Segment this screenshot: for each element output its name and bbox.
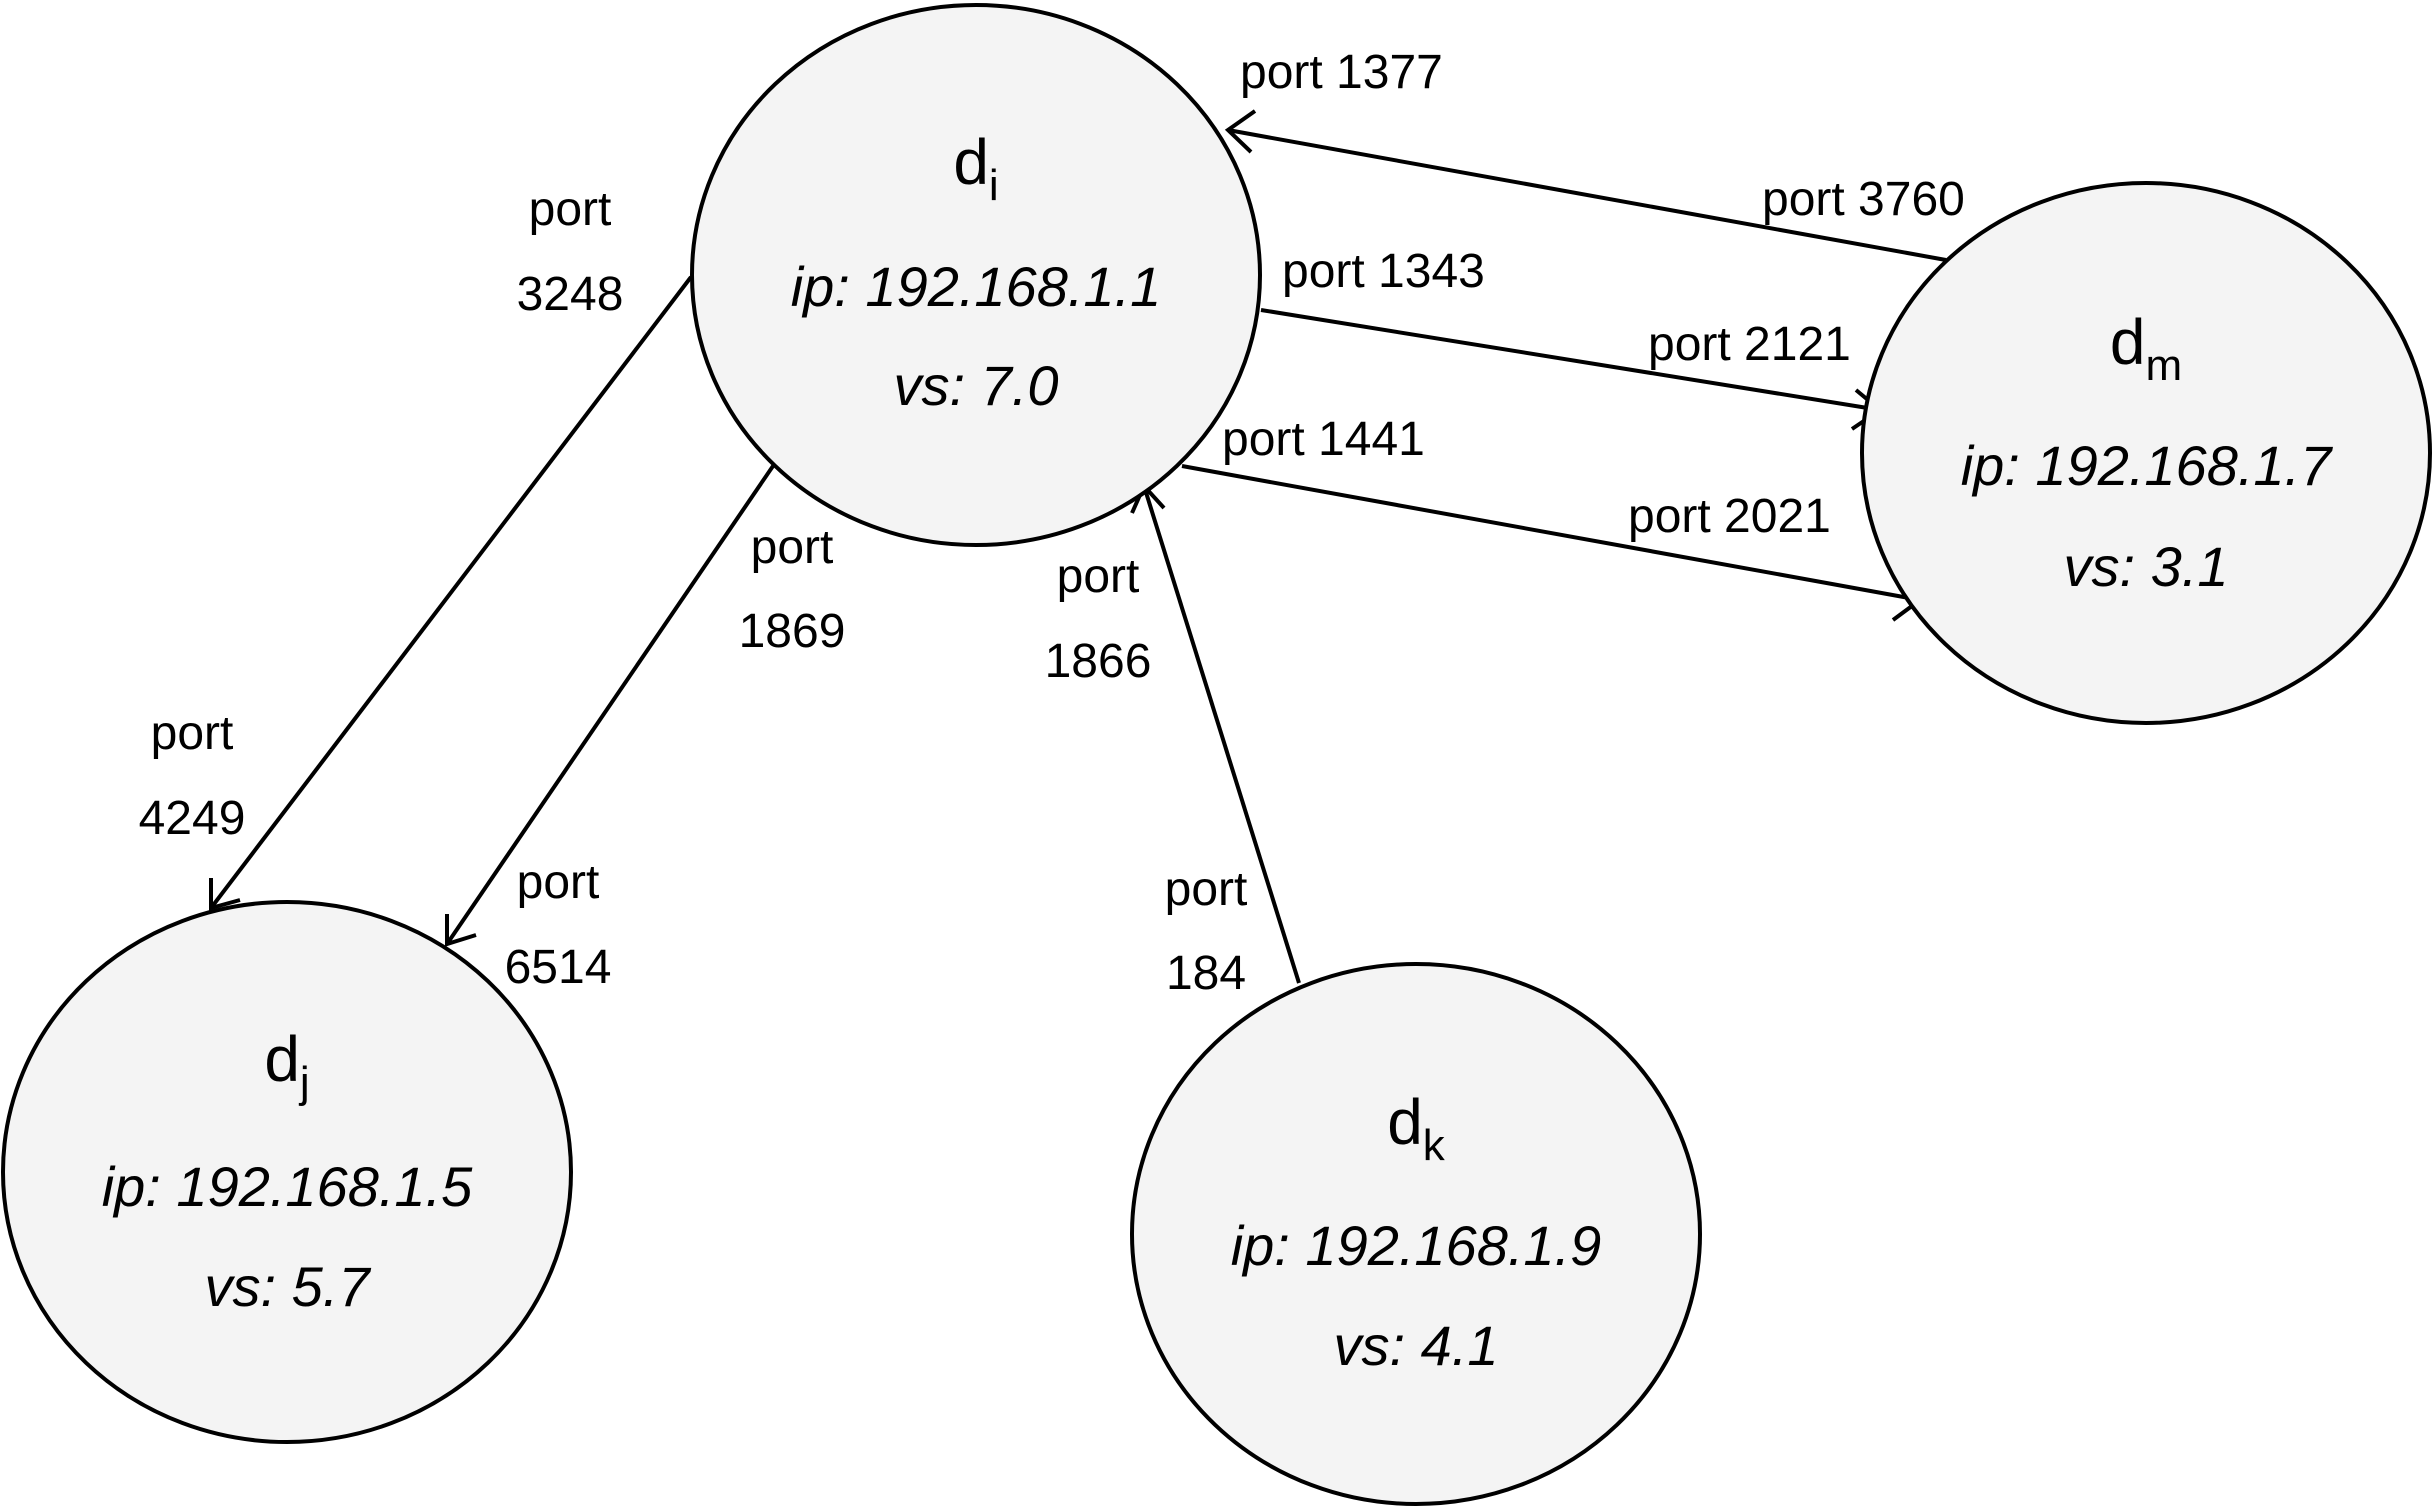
node-dk-name: dk: [1387, 1086, 1446, 1170]
port-label: port 1343: [1282, 245, 1485, 298]
edge-di-to-dj-3248: [209, 275, 693, 910]
node-dk-version: vs: 4.1: [1334, 1314, 1499, 1377]
node-dk-circle: [1130, 962, 1702, 1506]
port-label: port: [151, 707, 234, 760]
port-label: 1866: [1045, 635, 1152, 688]
edge-dk-to-di: [1142, 485, 1301, 984]
node-di-name: di: [953, 126, 998, 210]
edge-di-to-dm-1441: [1181, 464, 1921, 602]
port-label: port: [751, 521, 834, 574]
port-label: port: [1165, 863, 1248, 916]
port-label: port: [517, 856, 600, 909]
port-labels: port 1377 port 3760 port 1343 port 2121 …: [139, 46, 1965, 1000]
edge-di-to-dj-1869: [445, 464, 775, 946]
port-label: port 2121: [1648, 318, 1851, 371]
node-dm-ip: ip: 192.168.1.7: [1961, 434, 2333, 497]
port-label: 1869: [739, 605, 846, 658]
node-dk-ip: ip: 192.168.1.9: [1231, 1214, 1602, 1277]
node-dm-circle: [1860, 181, 2432, 725]
node-dj-ip: ip: 192.168.1.5: [102, 1155, 473, 1218]
node-di-circle: [690, 3, 1262, 547]
arrowhead-icon: [209, 878, 241, 911]
port-label: 3248: [517, 268, 624, 321]
port-label: port 3760: [1762, 173, 1965, 226]
port-label: 184: [1166, 947, 1246, 1000]
arrowhead-icon: [445, 914, 477, 947]
node-dm: dm ip: 192.168.1.7 vs: 3.1: [1860, 181, 2432, 725]
edge-dm-to-di: [1227, 128, 1947, 262]
port-label: port 1377: [1240, 46, 1443, 99]
node-dj-version: vs: 5.7: [205, 1255, 372, 1318]
port-label: port: [529, 183, 612, 236]
node-di-ip: ip: 192.168.1.1: [791, 255, 1162, 318]
node-dj-circle: [1, 900, 573, 1444]
port-label: port 1441: [1222, 413, 1425, 466]
node-dm-name: dm: [2110, 306, 2182, 390]
port-label: port: [1057, 550, 1140, 603]
node-dj-name: dj: [264, 1023, 309, 1107]
port-label: port 2021: [1628, 490, 1831, 543]
port-label: 4249: [139, 792, 246, 845]
node-di-version: vs: 7.0: [894, 354, 1059, 417]
edge-di-to-dm-1343: [1260, 308, 1881, 412]
node-dk: dk ip: 192.168.1.9 vs: 4.1: [1130, 962, 1702, 1506]
node-dj: dj ip: 192.168.1.5 vs: 5.7: [1, 900, 573, 1444]
node-dm-version: vs: 3.1: [2064, 535, 2229, 598]
node-di: di ip: 192.168.1.1 vs: 7.0: [690, 3, 1262, 547]
arrowhead-icon: [1224, 109, 1257, 154]
port-label: 6514: [505, 941, 612, 994]
